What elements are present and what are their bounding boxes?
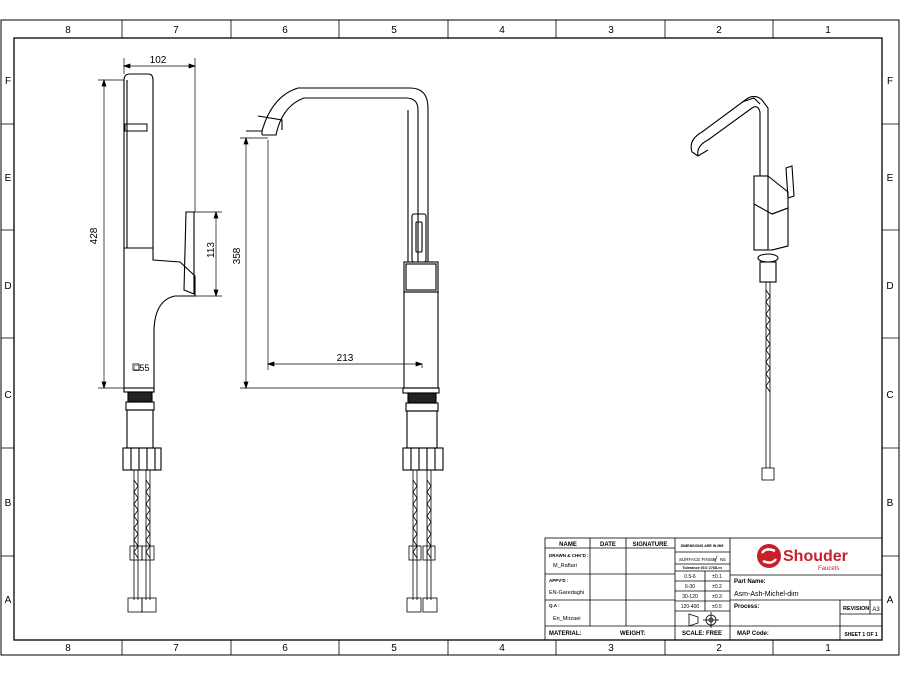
zone-row-c-left: C bbox=[4, 390, 11, 401]
zone-col-2-bottom: 2 bbox=[716, 643, 722, 654]
tol-value-2: ±0.3 bbox=[712, 594, 722, 600]
tol-value-1: ±0.2 bbox=[712, 584, 722, 590]
zone-col-6-bottom: 6 bbox=[282, 643, 288, 654]
zone-col-8-top: 8 bbox=[65, 25, 71, 36]
zone-row-e-right: E bbox=[887, 173, 894, 184]
company-logo: Shouder Faucets bbox=[757, 544, 848, 572]
tol-range-2: 30-120 bbox=[682, 594, 698, 600]
map-code-label: MAP Code: bbox=[737, 631, 769, 637]
zone-col-4-bottom: 4 bbox=[499, 643, 505, 654]
header-date: DATE bbox=[600, 542, 616, 548]
tol-range-1: 6-30 bbox=[685, 584, 695, 590]
zone-row-d-right: D bbox=[886, 281, 893, 292]
zone-row-b-right: B bbox=[887, 498, 894, 509]
zone-col-5-top: 5 bbox=[391, 25, 397, 36]
dim-overall-height: 428 bbox=[89, 227, 100, 244]
zone-col-1-bottom: 1 bbox=[825, 643, 831, 654]
zone-col-6-top: 6 bbox=[282, 25, 288, 36]
company-name: Shouder bbox=[783, 548, 848, 565]
part-name-value: Asm-Ash-Michel-dim bbox=[734, 591, 799, 598]
side-view-dimensions bbox=[98, 58, 222, 390]
company-subname: Faucets bbox=[818, 566, 839, 572]
appvd-name: EN-Garedaghi bbox=[549, 590, 584, 596]
tol-value-3: ±0.5 bbox=[712, 604, 722, 610]
scale-label: SCALE: FREE bbox=[682, 631, 722, 637]
header-signature: SIGNATURE bbox=[633, 542, 668, 548]
qa-name: En_Mirzaei bbox=[553, 616, 581, 622]
zone-col-7-bottom: 7 bbox=[173, 643, 179, 654]
zone-row-a-left: A bbox=[5, 595, 12, 606]
tolerance-note: Tolerance ISO 2768-m bbox=[682, 566, 722, 570]
process-label: Process: bbox=[734, 604, 759, 610]
side-view-faucet bbox=[122, 73, 196, 613]
header-name: NAME bbox=[559, 542, 577, 548]
tol-range-0: 0.5-6 bbox=[684, 574, 696, 580]
appvd-label: APPV'D : bbox=[549, 578, 569, 583]
tol-range-3: 120-400 bbox=[681, 604, 700, 610]
dims-note: DIMENSIONS ARE IN MM bbox=[681, 544, 724, 548]
zone-row-e-left: E bbox=[5, 173, 12, 184]
zone-col-3-top: 3 bbox=[608, 25, 614, 36]
dim-top-width: 102 bbox=[150, 55, 167, 66]
dim-base-square: □55 bbox=[134, 363, 149, 373]
zone-col-2-top: 2 bbox=[716, 25, 722, 36]
revision-value: A3 bbox=[872, 607, 880, 613]
zone-row-f-left: F bbox=[5, 76, 11, 87]
surface-finish-label: SURFACE FINISH bbox=[679, 557, 716, 562]
zone-col-4-top: 4 bbox=[499, 25, 505, 36]
zone-col-7-top: 7 bbox=[173, 25, 179, 36]
zone-col-8-bottom: 8 bbox=[65, 643, 71, 654]
qa-label: Q.A : bbox=[549, 603, 560, 608]
zone-row-a-right: A bbox=[887, 595, 894, 606]
drawn-label: DRAWN & CHK'D : bbox=[549, 553, 589, 558]
sheet-frame bbox=[0, 19, 900, 656]
tol-value-0: ±0.1 bbox=[712, 574, 722, 580]
zone-col-3-bottom: 3 bbox=[608, 643, 614, 654]
zone-row-f-right: F bbox=[887, 76, 893, 87]
sheet-label: SHEET 1 OF 1 bbox=[844, 632, 878, 638]
title-block bbox=[544, 537, 883, 641]
dim-lever-height: 113 bbox=[206, 242, 217, 258]
zone-row-b-left: B bbox=[5, 498, 12, 509]
zone-col-5-bottom: 5 bbox=[391, 643, 397, 654]
zone-col-1-top: 1 bbox=[825, 25, 831, 36]
dim-spout-reach: 213 bbox=[337, 353, 354, 364]
zone-row-d-left: D bbox=[4, 281, 11, 292]
front-view-dimensions bbox=[240, 136, 424, 390]
isometric-view-faucet bbox=[690, 95, 795, 481]
material-label: MATERIAL: bbox=[549, 631, 582, 637]
front-view-faucet bbox=[246, 87, 444, 613]
zone-row-c-right: C bbox=[886, 390, 893, 401]
surface-finish-symbol: √ bbox=[713, 555, 718, 564]
surface-finish-value: N5 bbox=[720, 557, 726, 562]
part-name-label: Part Name: bbox=[734, 579, 766, 585]
drawn-name: M_Raftari bbox=[553, 563, 577, 569]
revision-label: REVISION bbox=[843, 606, 869, 612]
weight-label: WEIGHT: bbox=[620, 631, 645, 637]
dim-spout-height: 358 bbox=[232, 247, 243, 264]
